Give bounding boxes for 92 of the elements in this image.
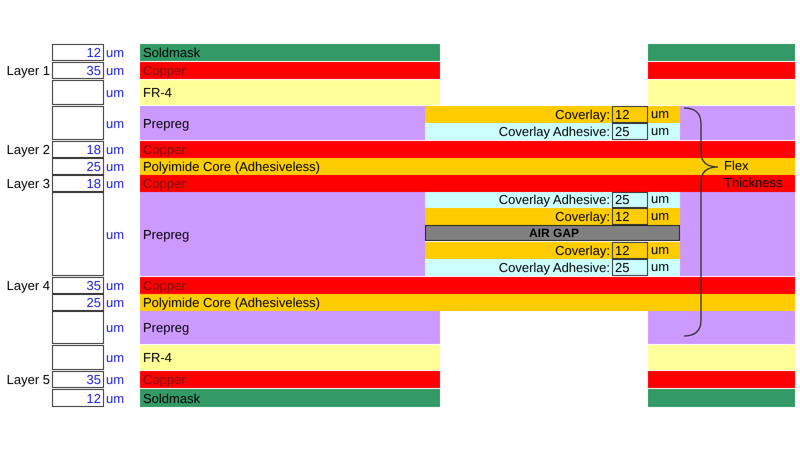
unit-label: um <box>106 158 126 175</box>
unit-label: um <box>106 226 126 244</box>
layer-band <box>648 389 795 407</box>
coverlay-strip <box>425 242 680 259</box>
layer-band <box>680 192 795 276</box>
layer-band <box>140 294 795 311</box>
unit-label: um <box>106 349 126 367</box>
layer-name: Copper <box>142 372 186 387</box>
layer-band <box>140 389 440 407</box>
unit-label: um <box>651 123 670 140</box>
unit-label: um <box>651 259 670 276</box>
layer-name: Copper <box>142 176 186 191</box>
coverlay-strip <box>425 123 680 140</box>
layer-name: Soldmask <box>142 390 200 406</box>
thickness-cell: 25 <box>612 123 648 140</box>
thickness-cell: 12 <box>612 208 648 225</box>
thickness-cell: 12 <box>612 242 648 259</box>
layer-name: Prepreg <box>142 226 190 242</box>
unit-label: um <box>106 371 126 388</box>
coverlay-strip <box>425 192 680 208</box>
layer-name: Polyimide Core (Adhesiveless) <box>142 295 320 310</box>
layer-band <box>140 175 795 192</box>
layer-name: Copper <box>142 142 186 157</box>
air-gap-bar <box>425 225 680 241</box>
thickness-cell: 25 <box>52 158 104 175</box>
unit-label: um <box>106 114 126 132</box>
layer-label: Layer 5 <box>6 371 50 388</box>
unit-label: um <box>651 242 670 259</box>
thickness-cell: 25 <box>52 294 104 311</box>
layer-band <box>140 192 425 276</box>
thickness-cell: 25 <box>612 192 648 208</box>
layer-band <box>140 44 440 61</box>
layer-name: Coverlay: <box>554 208 610 225</box>
layer-band <box>680 106 795 140</box>
layer-band <box>140 106 425 140</box>
layer-label: Layer 4 <box>6 277 50 294</box>
layer-band <box>648 80 795 105</box>
thickness-cell: 35 <box>52 277 104 294</box>
layer-name: Prepreg <box>142 320 190 335</box>
layer-band <box>140 345 440 370</box>
coverlay-strip <box>425 106 680 123</box>
unit-label: um <box>106 390 126 407</box>
layer-label: Layer 2 <box>6 141 50 158</box>
unit-label: um <box>651 208 670 225</box>
layer-band <box>140 311 440 344</box>
unit-label: um <box>651 106 670 123</box>
unit-label: um <box>651 192 670 208</box>
layer-name: FR-4 <box>142 85 172 100</box>
layer-name: Coverlay Adhesive: <box>498 123 610 140</box>
unit-label: um <box>106 294 126 311</box>
unit-label: um <box>106 175 126 192</box>
coverlay-strip <box>425 208 680 225</box>
coverlay-strip <box>425 259 680 276</box>
layer-band <box>140 62 440 79</box>
layer-band <box>140 158 795 175</box>
layer-band <box>648 44 795 61</box>
thickness-cell: 12 <box>52 389 104 407</box>
unit-label: um <box>106 84 126 102</box>
layer-name: Coverlay Adhesive: <box>498 259 610 276</box>
thickness-cell: 12 <box>612 106 648 123</box>
layer-label: Layer 1 <box>6 62 50 79</box>
layer-name: Coverlay: <box>554 106 610 123</box>
layer-name: AIR GAP <box>528 226 579 240</box>
unit-label: um <box>106 44 126 61</box>
unit-label: um <box>106 62 126 79</box>
layer-band <box>648 371 795 388</box>
layer-band <box>140 141 795 158</box>
layer-band <box>140 80 440 105</box>
layer-name: Copper <box>142 63 186 78</box>
layer-name: Prepreg <box>142 116 190 130</box>
layer-name: FR-4 <box>142 350 172 365</box>
layer-name: Coverlay: <box>554 242 610 259</box>
thickness-cell: 18 <box>52 175 104 192</box>
layer-label: Layer 3 <box>6 175 50 192</box>
layer-name: Coverlay Adhesive: <box>498 192 610 208</box>
unit-label: um <box>106 319 126 337</box>
brace-label: Flex Thickness <box>724 157 784 191</box>
unit-label: um <box>106 141 126 158</box>
layer-band <box>648 311 795 344</box>
thickness-cell: 12 <box>52 44 104 61</box>
layer-band <box>140 371 440 388</box>
unit-label: um <box>106 277 126 294</box>
thickness-cell: 35 <box>52 62 104 79</box>
layer-band <box>140 277 795 294</box>
thickness-cell: 35 <box>52 371 104 388</box>
layer-band <box>648 345 795 370</box>
layer-name: Polyimide Core (Adhesiveless) <box>142 159 320 174</box>
thickness-cell: 25 <box>612 259 648 276</box>
layer-name: Copper <box>142 278 186 293</box>
layer-name: Soldmask <box>142 45 200 60</box>
thickness-cell: 18 <box>52 141 104 158</box>
layer-band <box>648 62 795 79</box>
